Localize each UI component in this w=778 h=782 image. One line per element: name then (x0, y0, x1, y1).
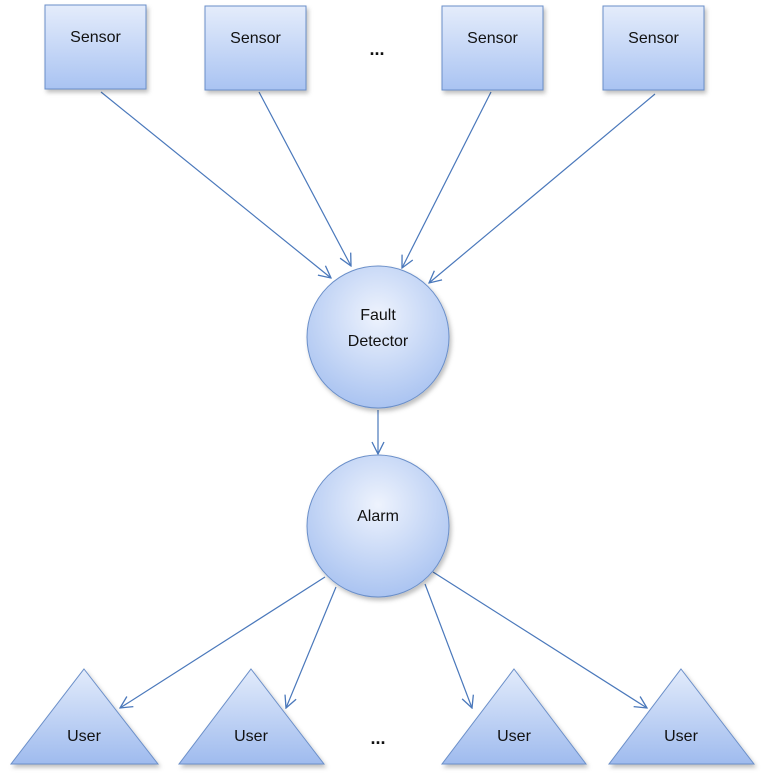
edge-alarm-to-user4 (432, 571, 647, 708)
edge-sensor3-to-detector (402, 91, 492, 268)
edge-alarm-to-user1 (120, 576, 326, 708)
sensor-node-4: Sensor (602, 5, 705, 91)
sensor-edges (100, 91, 656, 283)
edge-alarm-to-user2 (286, 586, 337, 708)
fault-detector-label-line2: Detector (348, 333, 409, 350)
users-ellipsis: ... (370, 728, 385, 748)
user-label: User (497, 728, 531, 745)
alarm-node: Alarm (306, 454, 450, 598)
user-label: User (664, 728, 698, 745)
edge-sensor2-to-detector (258, 91, 351, 266)
sensor-label: Sensor (467, 30, 518, 47)
user-label: User (67, 728, 101, 745)
sensor-label: Sensor (628, 30, 679, 47)
sensors-ellipsis: ... (369, 39, 384, 59)
sensor-node-3: Sensor (441, 5, 544, 91)
edge-alarm-to-user3 (424, 583, 472, 708)
sensor-label: Sensor (230, 30, 281, 47)
edge-sensor1-to-detector (100, 91, 331, 278)
user-node-3: User (440, 668, 588, 765)
alarm-label: Alarm (357, 508, 399, 525)
user-label: User (234, 728, 268, 745)
sensor-node-2: Sensor (204, 5, 307, 91)
fault-detector-label-line1: Fault (360, 307, 396, 324)
fault-detector-node: Fault Detector (306, 265, 450, 409)
user-edges (120, 571, 647, 708)
user-node-4: User (607, 668, 756, 765)
user-node-2: User (177, 668, 326, 765)
user-node-1: User (9, 668, 160, 765)
sensor-label: Sensor (70, 29, 121, 46)
edge-sensor4-to-detector (429, 93, 656, 283)
sensor-node-1: Sensor (44, 4, 147, 90)
